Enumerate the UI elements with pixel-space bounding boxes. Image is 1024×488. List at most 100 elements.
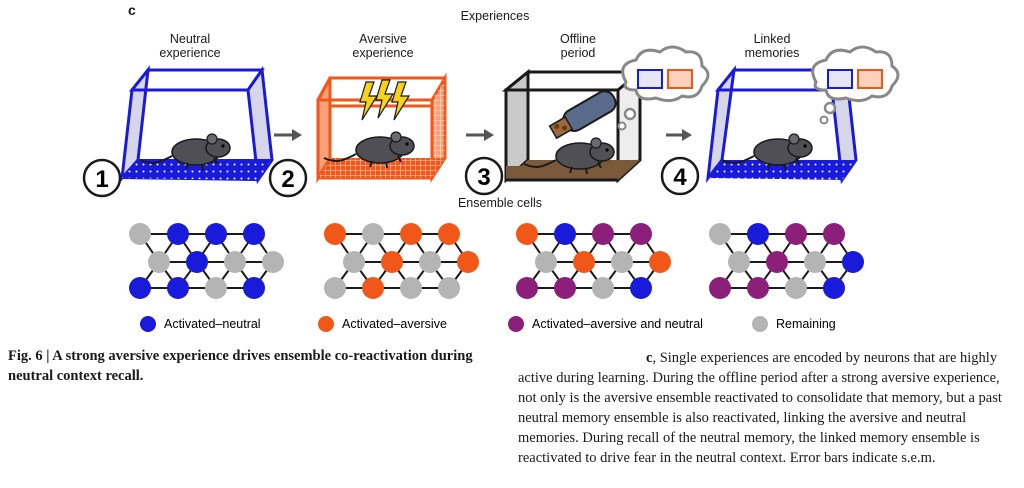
ensemble-cell (400, 277, 422, 299)
legend-swatch-neutral (140, 316, 156, 332)
stage-1-header: Neutral experience (140, 32, 240, 60)
legend-label: Activated–aversive and neutral (532, 317, 703, 331)
panel-letter: c (128, 2, 136, 18)
svg-text:2: 2 (281, 166, 294, 193)
stage-1-line1: Neutral (169, 32, 211, 46)
legend-label: Remaining (776, 317, 836, 331)
stage-4-number: 4 (660, 156, 700, 196)
ensemble-cell (611, 251, 633, 273)
stage-4-header: Linked memories (722, 32, 822, 60)
ensemble-cell (728, 251, 750, 273)
legend-item-activated-both: Activated–aversive and neutral (508, 316, 703, 332)
ensemble-network-1 (129, 223, 284, 299)
ensemble-cell (205, 223, 227, 245)
legend-swatch-both (508, 316, 524, 332)
ensemble-network-4 (709, 223, 864, 299)
ensemble-cell (649, 251, 671, 273)
ensemble-cell (804, 251, 826, 273)
ensemble-cell (243, 223, 265, 245)
stage-3-line1: Offline (560, 32, 596, 46)
ensemble-cell (419, 251, 441, 273)
arrow-1-to-2 (274, 129, 302, 141)
ensemble-cell (324, 277, 346, 299)
ensemble-cell (573, 251, 595, 273)
figure-caption-body: c, Single experiences are encoded by neu… (518, 348, 1018, 468)
shock-icon (359, 79, 411, 121)
stage-2-line1: Aversive (359, 32, 407, 46)
ensemble-cell (129, 223, 151, 245)
ensemble-cell (516, 277, 538, 299)
ensemble-cell (148, 251, 170, 273)
stage-3-header: Offline period (528, 32, 628, 60)
stage-2-line2: experience (352, 46, 414, 60)
arrow-2-to-3 (466, 129, 494, 141)
thought-cloud-offline (617, 45, 710, 131)
ensemble-cell (842, 251, 864, 273)
ensemble-cell (592, 277, 614, 299)
figure-caption-title: Fig. 6 | A strong aversive experience dr… (8, 348, 473, 384)
stage-1-number: 1 (82, 158, 122, 198)
legend-item-activated-aversive: Activated–aversive (318, 316, 447, 332)
ensemble-cell (823, 277, 845, 299)
stage-1-line2: experience (159, 46, 221, 60)
ensemble-cell (630, 277, 652, 299)
ensemble-cell (129, 277, 151, 299)
stage-4-line1: Linked (753, 32, 791, 46)
ensemble-cells-label: Ensemble cells (457, 196, 543, 210)
ensemble-cell (438, 223, 460, 245)
stage-4-line2: memories (744, 46, 800, 60)
ensemble-cell (630, 223, 652, 245)
legend-label: Activated–aversive (342, 317, 447, 331)
stage-2-number: 2 (268, 158, 308, 198)
ensemble-cell (438, 277, 460, 299)
ensemble-cell (262, 251, 284, 273)
ensemble-cell (343, 251, 365, 273)
thought-cloud-linked (811, 45, 900, 125)
ensemble-cell (766, 251, 788, 273)
legend-swatch-aversive (318, 316, 334, 332)
ensemble-cell (554, 223, 576, 245)
ensemble-cell (592, 223, 614, 245)
ensemble-cell (205, 277, 227, 299)
ensemble-cell (747, 277, 769, 299)
ensemble-cell (535, 251, 557, 273)
legend-label: Activated–neutral (164, 317, 261, 331)
ensemble-cell (785, 277, 807, 299)
ensemble-cell (362, 277, 384, 299)
ensemble-cell (400, 223, 422, 245)
ensemble-cell (823, 223, 845, 245)
arrow-3-to-4 (666, 129, 692, 141)
svg-text:4: 4 (673, 164, 687, 191)
caption-text: , Single experiences are encoded by neur… (518, 350, 1002, 466)
ensemble-cell (785, 223, 807, 245)
ensemble-cell (709, 277, 731, 299)
legend-item-activated-neutral: Activated–neutral (140, 316, 261, 332)
ensemble-cell (554, 277, 576, 299)
ensemble-cell (516, 223, 538, 245)
stage-3-number: 3 (464, 156, 504, 196)
ensemble-network-3 (516, 223, 671, 299)
svg-text:1: 1 (95, 166, 108, 193)
ensemble-cell (457, 251, 479, 273)
figure-title: Experiences (460, 9, 530, 23)
ensemble-network-2 (324, 223, 479, 299)
aversive-context-cage (316, 72, 447, 184)
stage-3-line2: period (560, 46, 596, 60)
legend: Activated–neutral Activated–aversive Act… (140, 316, 836, 332)
ensemble-cell (362, 223, 384, 245)
ensemble-cell (243, 277, 265, 299)
ensemble-cell (381, 251, 403, 273)
svg-text:3: 3 (477, 164, 490, 191)
figure-illustration: 1 2 3 4 Activated–neutral Activated–aver… (82, 45, 900, 332)
ensemble-cell (324, 223, 346, 245)
water-bottle-icon (548, 90, 617, 140)
ensemble-cell (186, 251, 208, 273)
ensemble-cell (709, 223, 731, 245)
ensemble-cell (167, 223, 189, 245)
ensemble-cell (224, 251, 246, 273)
ensemble-cell (167, 277, 189, 299)
stage-2-header: Aversive experience (333, 32, 433, 60)
legend-item-remaining: Remaining (752, 316, 836, 332)
legend-swatch-remaining (752, 316, 768, 332)
neutral-context-cage (119, 65, 274, 185)
